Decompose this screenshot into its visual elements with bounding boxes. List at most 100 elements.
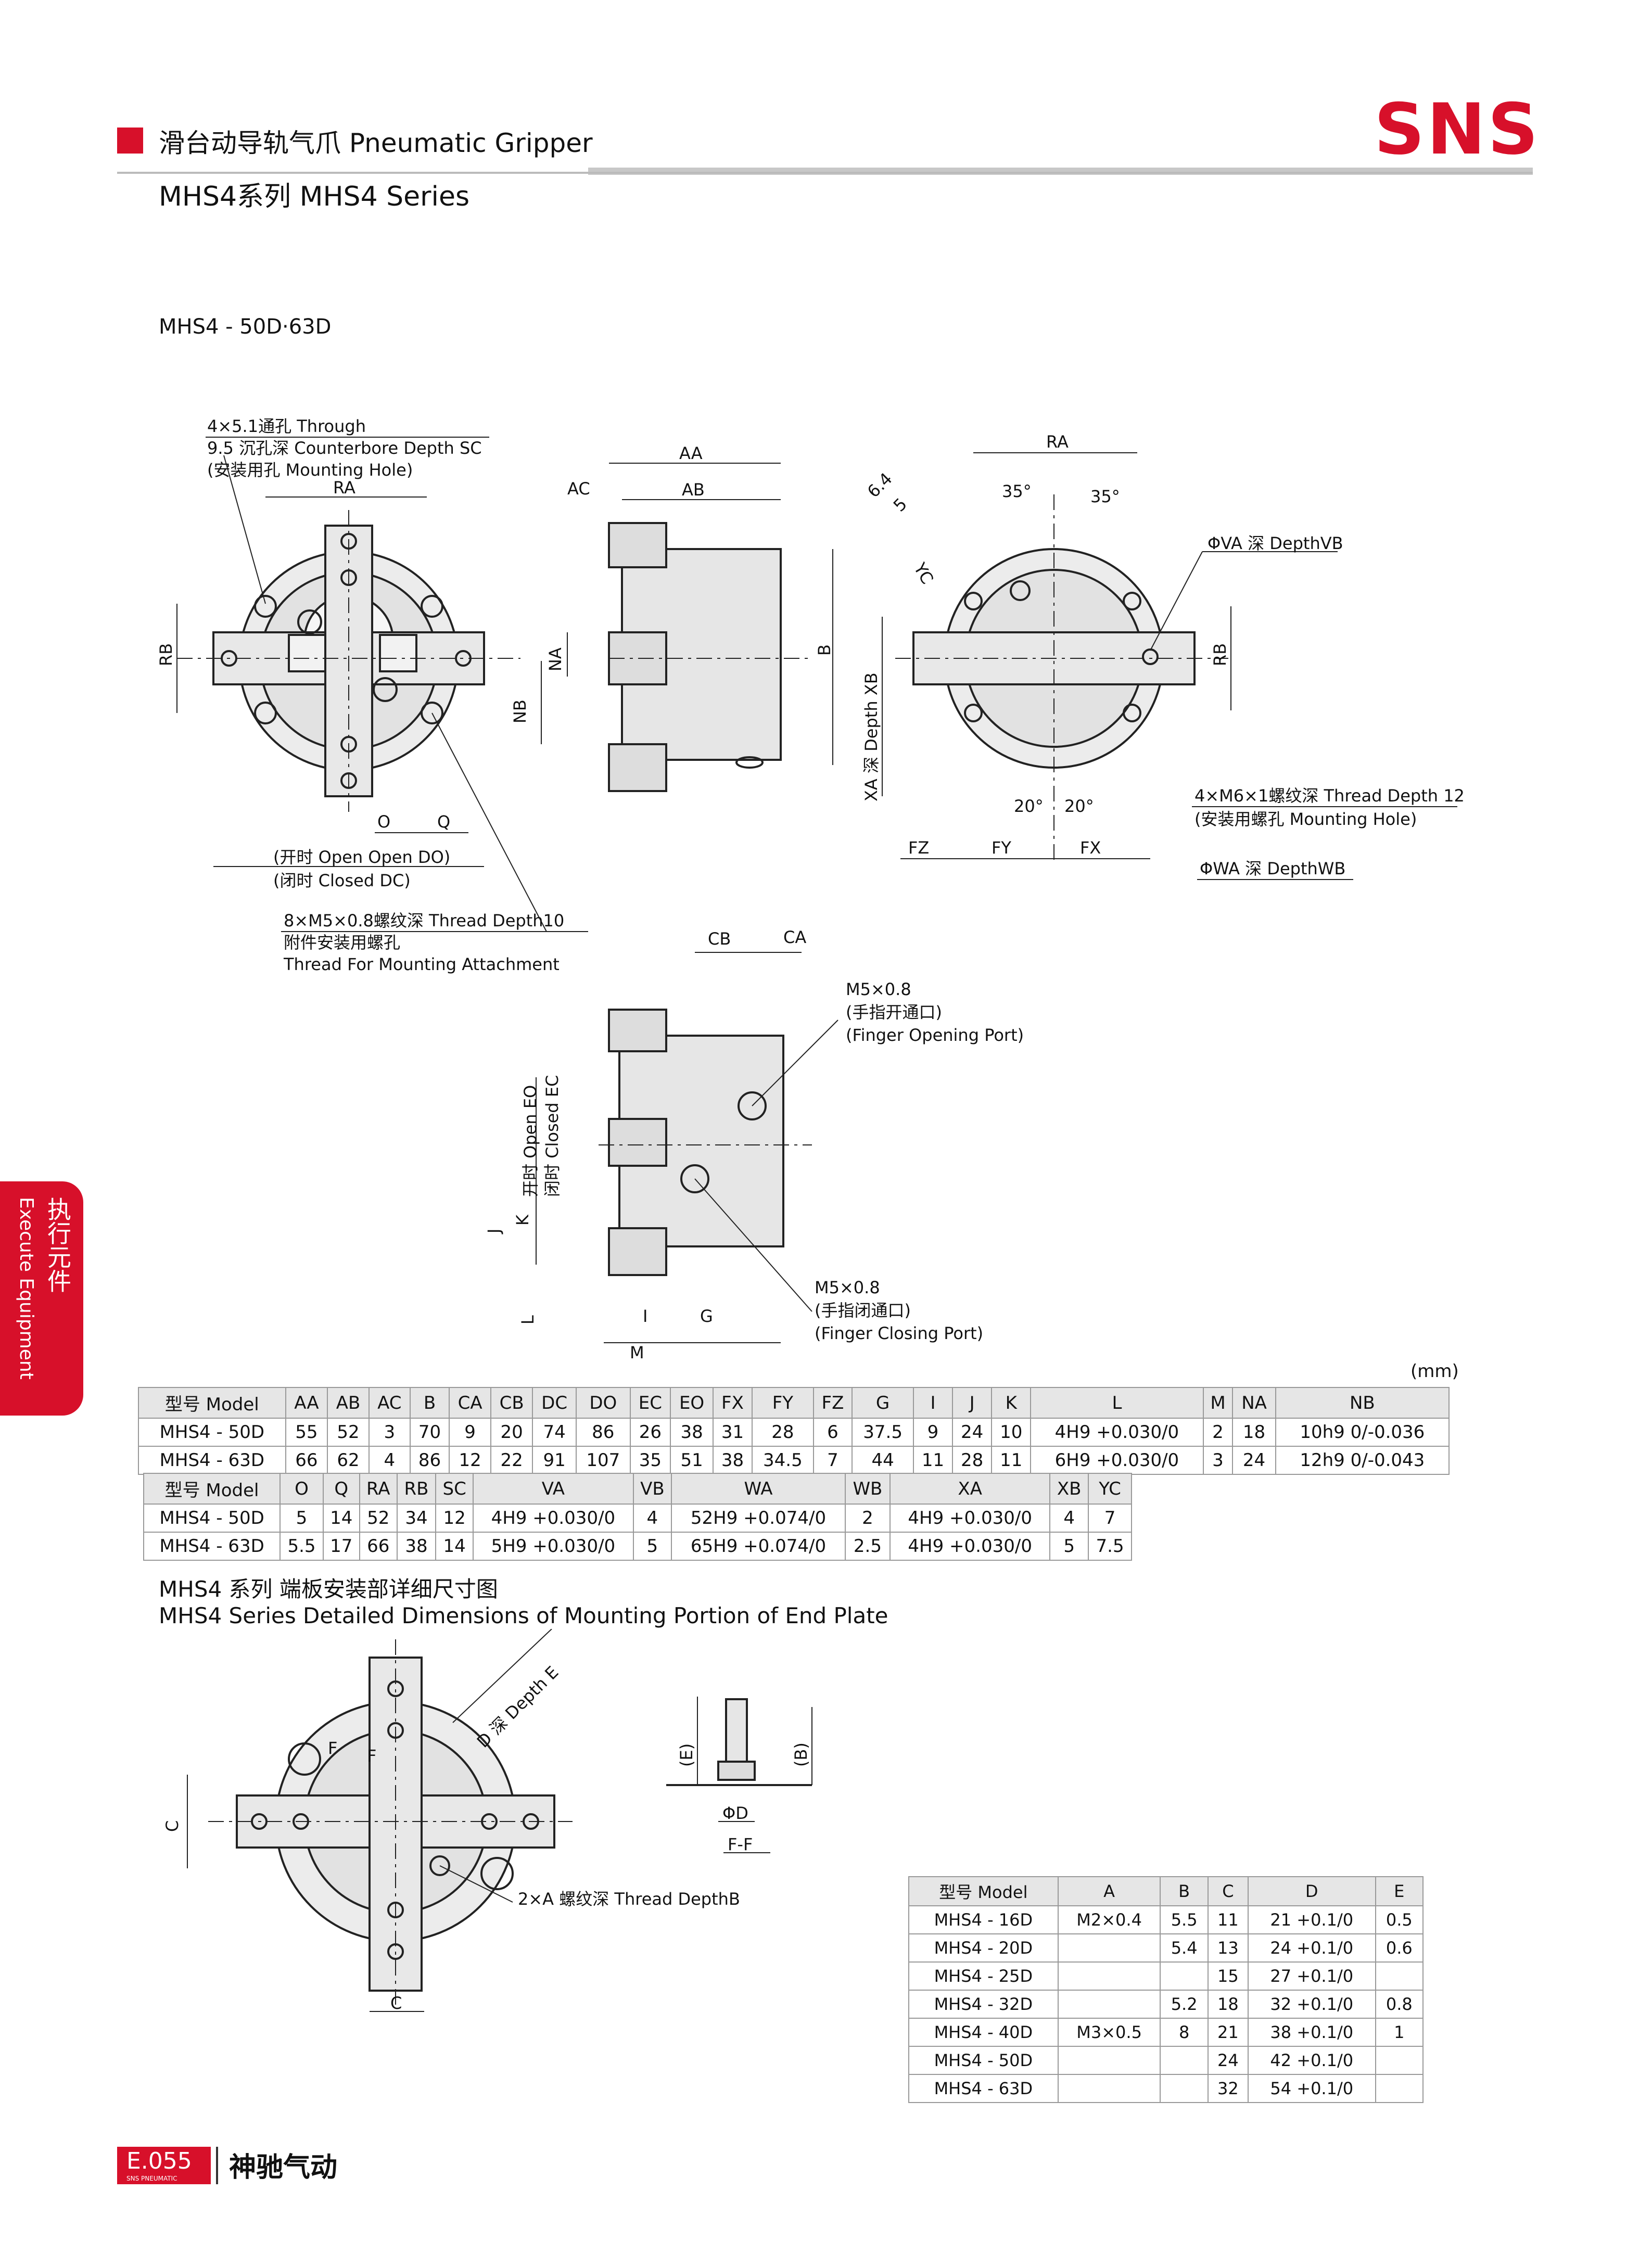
table-cell: 21 +0.1/0 — [1247, 1905, 1376, 1934]
table-cell: 18 — [1232, 1418, 1276, 1447]
brand-logo: SNS — [1374, 88, 1541, 170]
table-header-cell: L — [1030, 1387, 1204, 1419]
table-cell: 11 — [1207, 1905, 1249, 1934]
table-cell — [1057, 1934, 1161, 1963]
table-cell: 2 — [844, 1504, 891, 1533]
table-cell: 4H9 +0.030/0 — [1030, 1418, 1204, 1447]
table-cell: MHS4 - 50D — [138, 1418, 286, 1447]
section2-title: MHS4 系列 端板安装部详细尺寸图 — [159, 1576, 498, 1602]
table-header-cell: SC — [435, 1473, 474, 1505]
table-cell: 12h9 0/-0.043 — [1275, 1446, 1450, 1475]
table-cell: 7.5 — [1088, 1532, 1132, 1561]
label-mounting-hole: (安装用孔 Mounting Hole) — [207, 460, 413, 480]
angle-35-right: 35° — [1090, 487, 1120, 506]
side-tab: 执行元件 Execute Equipment — [0, 1181, 83, 1416]
table-cell: 5 — [1049, 1532, 1089, 1561]
label-open-eo: 开时 Open EO — [520, 1085, 540, 1197]
table-cell: 51 — [670, 1446, 714, 1475]
table-header-cell: NA — [1232, 1387, 1276, 1419]
table-cell: 21 — [1207, 2018, 1249, 2047]
dim-fy: FY — [992, 838, 1011, 858]
label-through-hole: 4×5.1通孔 Through — [207, 416, 366, 436]
table-cell: 44 — [852, 1446, 914, 1475]
dim-b: B — [815, 644, 834, 656]
label-wa-depth: ΦWA 深 DepthWB — [1200, 859, 1345, 878]
table-cell: 65H9 +0.074/0 — [671, 1532, 846, 1561]
table-cell: 107 — [576, 1446, 631, 1475]
table-header-cell: WA — [671, 1473, 846, 1505]
dim-5: 5 — [889, 494, 911, 515]
table-cell: 66 — [359, 1532, 398, 1561]
table-cell: 3 — [368, 1418, 411, 1447]
table-header-cell: AC — [368, 1387, 411, 1419]
table-cell — [1057, 1962, 1161, 1991]
table-header-cell: CB — [490, 1387, 533, 1419]
table-cell: 10h9 0/-0.036 — [1275, 1418, 1450, 1447]
table-header-cell: XA — [889, 1473, 1051, 1505]
table-cell: 38 — [712, 1446, 753, 1475]
table-cell: 22 — [490, 1446, 533, 1475]
table-header-cell: Q — [322, 1473, 360, 1505]
side-tab-en: Execute Equipment — [16, 1197, 37, 1380]
table-cell: 1 — [1375, 2018, 1424, 2047]
table-cell: 35 — [629, 1446, 671, 1475]
table-cell: 42 +0.1/0 — [1247, 2046, 1376, 2075]
table-cell: 52 — [359, 1504, 398, 1533]
table-header-cell: FZ — [812, 1387, 853, 1419]
table-header-cell: E — [1375, 1876, 1424, 1906]
table-cell: 4H9 +0.030/0 — [473, 1504, 634, 1533]
technical-drawing: 4×5.1通孔 Through 9.5 沉孔深 Counterbore Dept… — [156, 416, 1465, 1362]
table-cell: MHS4 - 50D — [143, 1504, 281, 1533]
port-view-drawing — [536, 952, 838, 1343]
table-header-cell: WB — [844, 1473, 891, 1505]
table-cell: 0.8 — [1375, 1990, 1424, 2019]
label-m6-thread: 4×M6×1螺纹深 Thread Depth 12 — [1194, 786, 1465, 806]
table-cell: 5H9 +0.030/0 — [473, 1532, 634, 1561]
angle-20-right: 20° — [1064, 796, 1094, 816]
dim-f-1: F — [328, 1738, 337, 1758]
table-cell: 24 — [1207, 2046, 1249, 2075]
table-header-cell: 型号 Model — [908, 1876, 1059, 1906]
dim-b-paren: (B) — [791, 1742, 811, 1767]
table-cell: 2.5 — [844, 1532, 891, 1561]
table-cell: 9 — [912, 1418, 954, 1447]
label-m5-close-3: (Finger Closing Port) — [815, 1323, 983, 1343]
table-cell — [1057, 2074, 1161, 2103]
table-cell — [1375, 2074, 1424, 2103]
table-cell: 5.4 — [1160, 1933, 1209, 1963]
table-cell: MHS4 - 63D — [138, 1446, 286, 1475]
table-header-cell: DC — [532, 1387, 577, 1419]
table-cell — [1057, 1990, 1161, 2019]
table-header-cell: CA — [449, 1387, 492, 1419]
table-cell: MHS4 - 63D — [143, 1532, 281, 1561]
table-cell: 0.6 — [1375, 1933, 1424, 1963]
table-cell: 5.2 — [1160, 1990, 1209, 2019]
table-header-cell: EO — [670, 1387, 714, 1419]
table-header-cell: NB — [1275, 1387, 1450, 1419]
dim-q: Q — [437, 812, 450, 832]
table-cell: 4H9 +0.030/0 — [889, 1532, 1051, 1561]
table-header-cell: K — [991, 1387, 1032, 1419]
table-cell: 13 — [1207, 1933, 1249, 1963]
table-cell: 4H9 +0.030/0 — [889, 1504, 1051, 1533]
table-header-cell: FX — [712, 1387, 753, 1419]
table-cell: 74 — [532, 1418, 577, 1447]
table-cell: 27 +0.1/0 — [1247, 1961, 1376, 1991]
table-cell: 15 — [1207, 1961, 1249, 1991]
table-cell: 55 — [285, 1418, 328, 1447]
table-cell: MHS4 - 50D — [908, 2046, 1059, 2075]
table-header-cell: RA — [359, 1473, 398, 1505]
dim-g: G — [700, 1306, 713, 1326]
table-cell: 5.5 — [279, 1532, 324, 1561]
label-xa-depth: XA 深 Depth XB — [861, 672, 881, 801]
table-cell: 17 — [322, 1532, 360, 1561]
